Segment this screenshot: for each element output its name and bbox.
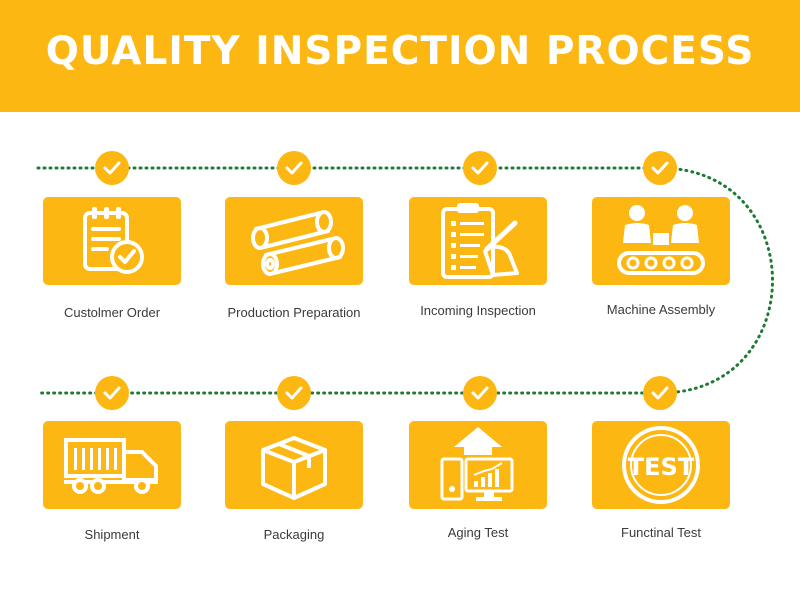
step-label: Aging Test (447, 525, 509, 540)
check-marker (463, 376, 497, 410)
step-label: Packaging (263, 527, 325, 542)
step-card-production-preparation (225, 197, 363, 285)
check-marker (95, 376, 129, 410)
checkmark-icon (103, 386, 121, 400)
step-label: Incoming Inspection (420, 303, 536, 318)
step-card-shipment (43, 421, 181, 509)
check-marker (643, 151, 677, 185)
step-card-functional-test: TEST (592, 421, 730, 509)
check-marker (277, 151, 311, 185)
box-icon (261, 436, 327, 500)
step-label: Production Preparation (227, 305, 361, 320)
assembly-line-workers-icon (617, 205, 705, 275)
step-label: Machine Assembly (606, 302, 716, 317)
truck-icon (64, 438, 158, 494)
pipes-icon (251, 210, 345, 276)
header-banner: QUALITY INSPECTION PROCESS (0, 0, 800, 112)
checkmark-icon (651, 386, 669, 400)
checkmark-icon (103, 161, 121, 175)
step-card-aging-test (409, 421, 547, 509)
step-card-customer-order (43, 197, 181, 285)
checkmark-icon (651, 161, 669, 175)
page-title: QUALITY INSPECTION PROCESS (45, 28, 755, 74)
checkmark-icon (471, 161, 489, 175)
check-marker (463, 151, 497, 185)
step-label: Functinal Test (621, 525, 701, 540)
check-marker (643, 376, 677, 410)
step-card-machine-assembly (592, 197, 730, 285)
svg-text:TEST: TEST (628, 453, 695, 481)
checkmark-icon (285, 161, 303, 175)
step-label: Shipment (84, 527, 140, 542)
checkmark-icon (285, 386, 303, 400)
step-card-incoming-inspection (409, 197, 547, 285)
checklist-writing-icon (441, 203, 519, 279)
step-card-packaging (225, 421, 363, 509)
check-marker (277, 376, 311, 410)
computer-chart-icon (440, 427, 514, 501)
test-stamp-icon: TEST (622, 426, 700, 504)
check-marker (95, 151, 129, 185)
step-label: Custolmer Order (63, 305, 161, 320)
clipboard-check-icon (83, 207, 144, 274)
checkmark-icon (471, 386, 489, 400)
